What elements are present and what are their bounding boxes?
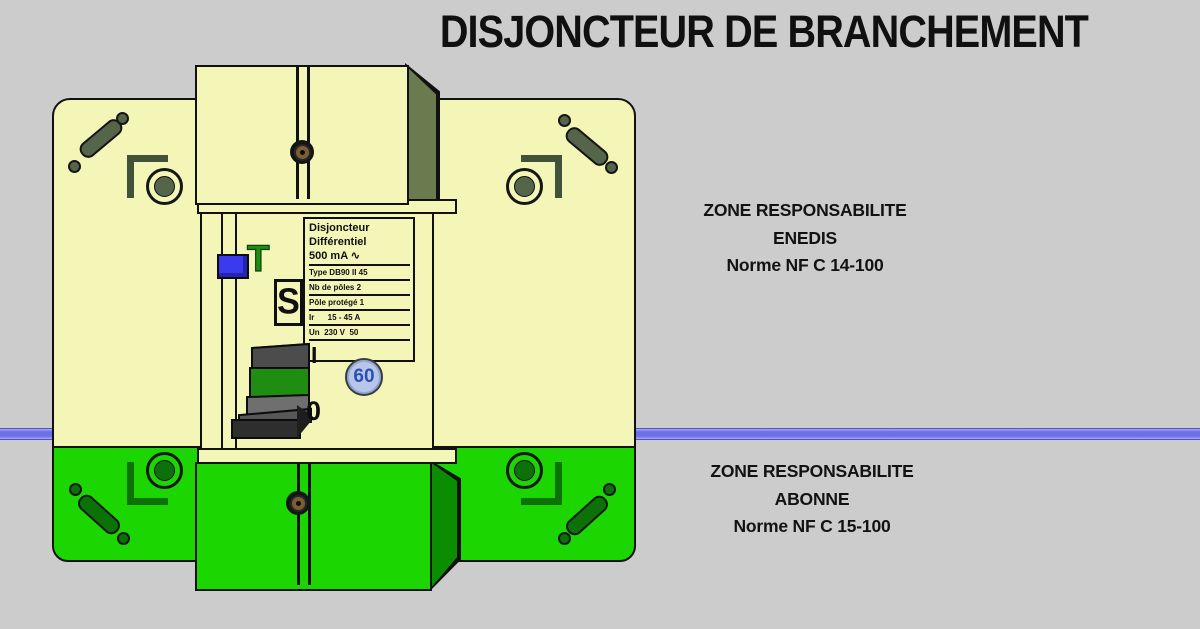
- cover-groove: [297, 464, 300, 585]
- mounting-dot-icon: [558, 532, 571, 545]
- mounting-dot-icon: [68, 160, 81, 173]
- label-line: Pôle protégé 1: [309, 298, 410, 312]
- zone-abonne-text: ZONE RESPONSABILITE ABONNE Norme NF C 15…: [662, 458, 962, 541]
- mounting-dot-icon: [69, 483, 82, 496]
- label-line: 500 mA ∿: [309, 250, 410, 267]
- cover-groove: [307, 67, 310, 199]
- corner-bracket-icon: [521, 462, 562, 505]
- switch-base: [231, 419, 301, 439]
- zone-enedis-line2: ENEDIS: [773, 227, 837, 248]
- bottom-cover-side: [430, 462, 457, 589]
- mounting-dot-icon: [558, 114, 571, 127]
- label-line: Type DB90 II 45: [309, 268, 410, 282]
- zone-abonne-line2: ABONNE: [774, 488, 850, 509]
- terminal-circle-icon: [506, 168, 543, 205]
- bottom-cover: [195, 462, 432, 591]
- mounting-dot-icon: [605, 161, 618, 174]
- din-rail-line: [235, 213, 237, 448]
- corner-bracket-icon: [127, 155, 168, 198]
- switch-on-label: I: [311, 342, 318, 368]
- mounting-dot-icon: [116, 112, 129, 125]
- zone-enedis-text: ZONE RESPONSABILITE ENEDIS Norme NF C 14…: [655, 197, 955, 280]
- rating-badge: 60: [345, 358, 383, 396]
- mounting-dot-icon: [117, 532, 130, 545]
- zone-abonne-line1: ZONE RESPONSABILITE: [710, 461, 914, 481]
- selective-marker: S: [274, 279, 303, 326]
- rating-label-box: Disjoncteur Différentiel 500 mA ∿ Type D…: [303, 217, 415, 362]
- screw-icon: [290, 140, 314, 164]
- label-line: Ir 15 - 45 A: [309, 313, 410, 327]
- test-button: [217, 254, 249, 279]
- label-line: Nb de pôles 2: [309, 283, 410, 297]
- label-line: Un 230 V 50: [309, 328, 410, 342]
- test-letter: T: [246, 237, 270, 279]
- terminal-circle-icon: [146, 452, 183, 489]
- din-rail-line: [221, 213, 223, 448]
- mounting-dot-icon: [603, 483, 616, 496]
- corner-bracket-icon: [521, 155, 562, 198]
- zone-enedis-line3: Norme NF C 14-100: [726, 255, 884, 275]
- switch-off-label: 0: [306, 396, 322, 426]
- label-line: Disjoncteur: [309, 222, 370, 234]
- top-cover: [195, 65, 409, 205]
- cover-groove: [308, 464, 311, 585]
- label-line: Différentiel: [309, 235, 367, 248]
- zone-abonne-line3: Norme NF C 15-100: [733, 516, 891, 536]
- page-title: DISJONCTEUR DE BRANCHEMENT: [439, 6, 1089, 57]
- terminal-circle-icon: [506, 452, 543, 489]
- terminal-circle-icon: [146, 168, 183, 205]
- screw-icon: [286, 491, 310, 515]
- cover-groove: [296, 67, 299, 199]
- zone-enedis-line1: ZONE RESPONSABILITE: [703, 200, 907, 220]
- corner-bracket-icon: [127, 462, 168, 505]
